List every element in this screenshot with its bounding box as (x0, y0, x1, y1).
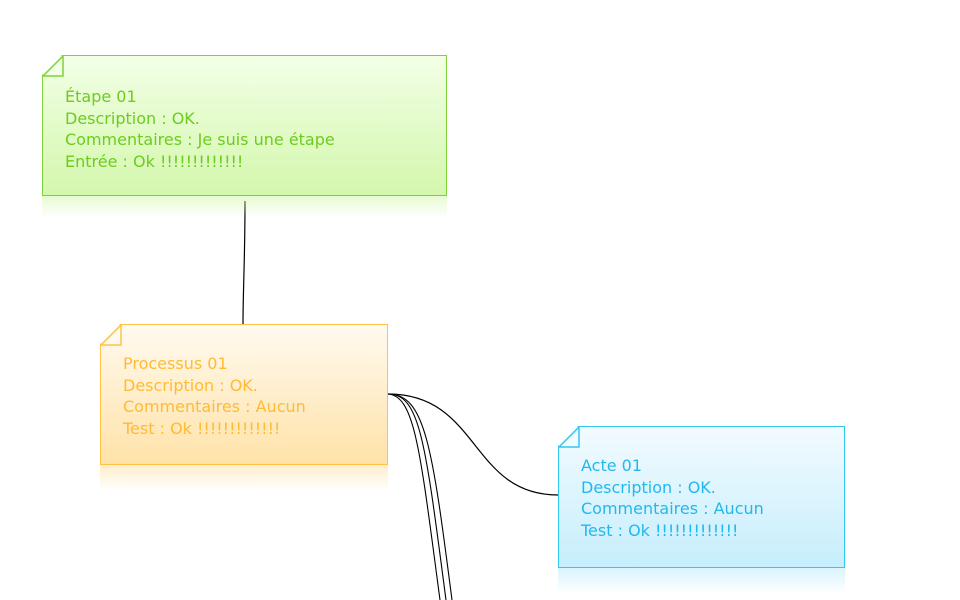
connector-processus-below-1 (387, 393, 447, 600)
note-acte[interactable]: Acte 01 Description : OK. Commentaires :… (558, 426, 845, 568)
note-test: Test : Ok !!!!!!!!!!!!! (581, 520, 739, 540)
note-input: Entrée : Ok !!!!!!!!!!!!! (65, 151, 244, 171)
note-test: Test : Ok !!!!!!!!!!!!! (123, 418, 281, 438)
note-description: Description : OK. (65, 108, 200, 128)
note-title: Processus 01 (123, 354, 228, 373)
folded-corner-icon (100, 324, 122, 346)
note-description: Description : OK. (581, 477, 716, 497)
folded-corner-icon (558, 426, 580, 448)
note-text: Étape 01 Description : OK. Commentaires … (65, 86, 335, 172)
note-comments: Commentaires : Aucun (123, 397, 306, 416)
connector-processus-below-3 (387, 393, 453, 600)
connector-etape-processus (242, 200, 246, 325)
note-title: Acte 01 (581, 456, 643, 475)
note-text: Processus 01 Description : OK. Commentai… (123, 353, 306, 439)
note-title: Étape 01 (65, 87, 137, 106)
folded-corner-icon (42, 55, 64, 77)
connector-processus-acte (387, 393, 559, 496)
note-etape[interactable]: Étape 01 Description : OK. Commentaires … (42, 55, 447, 196)
note-comments: Commentaires : Je suis une étape (65, 130, 335, 149)
connector-processus-below-2 (387, 393, 441, 600)
note-text: Acte 01 Description : OK. Commentaires :… (581, 455, 764, 541)
note-processus[interactable]: Processus 01 Description : OK. Commentai… (100, 324, 388, 465)
note-comments: Commentaires : Aucun (581, 499, 764, 518)
note-description: Description : OK. (123, 375, 258, 395)
